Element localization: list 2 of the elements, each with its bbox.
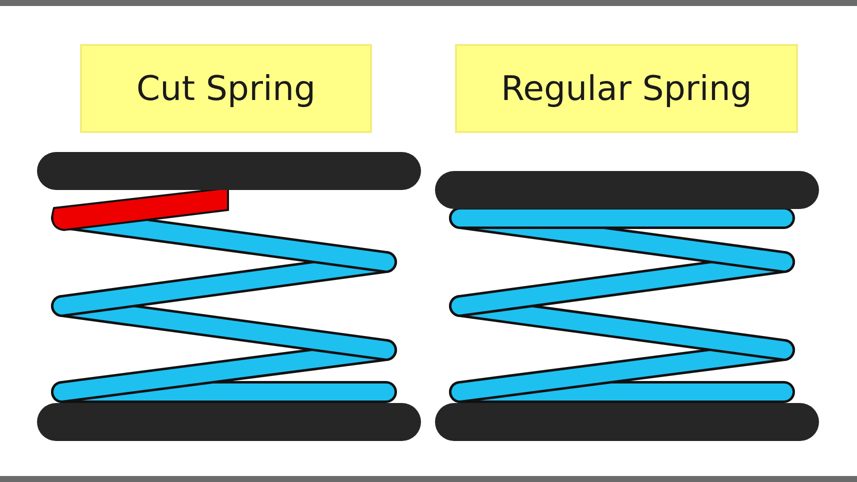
caption-box: Cut Spring <box>80 44 372 133</box>
caption-box: Regular Spring <box>455 44 798 133</box>
